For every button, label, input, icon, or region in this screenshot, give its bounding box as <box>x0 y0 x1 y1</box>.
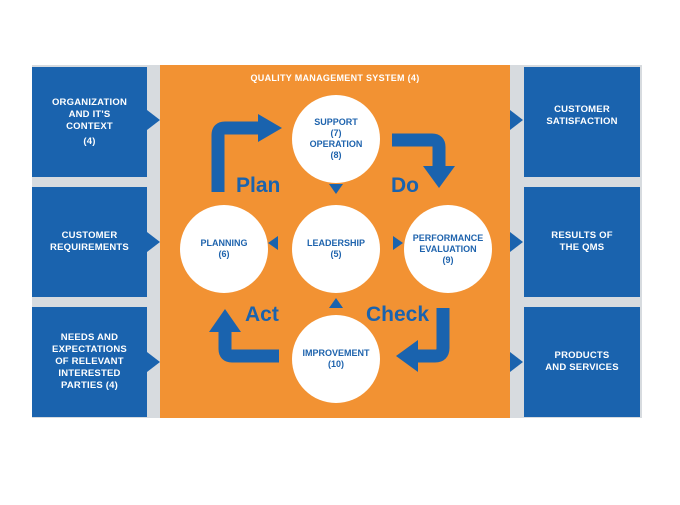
panel-title: QUALITY MANAGEMENT SYSTEM (4) <box>250 73 420 83</box>
box-line: RESULTS OF <box>551 230 613 241</box>
node-label: PLANNING <box>200 238 248 248</box>
connector-arrow-icon <box>329 298 343 308</box>
node-label: EVALUATION <box>419 243 477 254</box>
phase-check: Check <box>366 303 430 326</box>
node-improvement: IMPROVEMENT (10) <box>292 315 380 403</box>
pointer-arrow-icon <box>510 352 523 372</box>
node-label: LEADERSHIP <box>306 238 365 248</box>
plan-arrowhead-icon <box>258 114 282 142</box>
box-line: INTERESTED <box>58 368 121 379</box>
box-interested-parties: NEEDS AND EXPECTATIONS OF RELEVANT INTER… <box>32 307 147 417</box>
check-arrow-icon <box>414 308 450 363</box>
node-label: IMPROVEMENT <box>302 348 370 358</box>
box-products-services: PRODUCTS AND SERVICES <box>524 307 640 417</box>
node-label: OPERATION <box>309 139 363 149</box>
box-line: EXPECTATIONS <box>52 344 127 355</box>
node-label: (9) <box>442 254 454 265</box>
node-label: (5) <box>330 249 342 259</box>
box-line: THE QMS <box>559 242 605 253</box>
box-line: PRODUCTS <box>554 350 610 361</box>
act-arrowhead-icon <box>209 309 241 332</box>
node-label: (6) <box>218 249 230 259</box>
box-results-qms: RESULTS OF THE QMS <box>524 187 640 297</box>
connector-arrow-icon <box>268 236 278 250</box>
pointer-arrow-icon <box>510 110 523 130</box>
node-label: (10) <box>327 359 344 369</box>
node-performance-evaluation: PERFORMANCE EVALUATION (9) <box>404 205 492 293</box>
pointer-arrow-icon <box>147 352 160 372</box>
box-line: CONTEXT <box>66 120 113 132</box>
phase-act: Act <box>245 303 279 326</box>
check-arrowhead-icon <box>396 340 418 372</box>
box-line: SATISFACTION <box>546 116 618 127</box>
phase-plan: Plan <box>236 174 281 197</box>
box-line: NEEDS AND <box>60 332 119 343</box>
act-arrow-icon <box>218 328 279 363</box>
box-line: CUSTOMER <box>61 230 118 241</box>
node-leadership: LEADERSHIP (5) <box>292 205 380 293</box>
connector-arrow-icon <box>329 184 343 194</box>
pointer-arrow-icon <box>147 232 160 252</box>
box-ref: (4) <box>83 135 96 147</box>
box-line: AND IT'S <box>68 108 111 120</box>
box-customer-satisfaction: CUSTOMER SATISFACTION <box>524 67 640 177</box>
box-customer-requirements: CUSTOMER REQUIREMENTS <box>32 187 147 297</box>
node-label: (7) <box>330 128 342 138</box>
node-label: (8) <box>330 150 342 160</box>
plan-arrow-icon <box>211 121 262 192</box>
box-line: ORGANIZATION <box>51 96 128 108</box>
node-support-operation: SUPPORT (7) OPERATION (8) <box>292 95 380 183</box>
box-line: REQUIREMENTS <box>50 242 129 253</box>
box-line: CUSTOMER <box>554 104 610 115</box>
box-line: OF RELEVANT <box>55 356 124 367</box>
box-organization-context: ORGANIZATION AND IT'S CONTEXT (4) <box>32 67 147 177</box>
do-arrow-icon <box>392 133 446 170</box>
phase-do: Do <box>391 174 419 197</box>
box-line: AND SERVICES <box>545 362 619 373</box>
node-label: PERFORMANCE <box>412 232 484 243</box>
connector-arrow-icon <box>393 236 403 250</box>
box-line: PARTIES (4) <box>61 380 118 391</box>
do-arrowhead-icon <box>423 166 455 188</box>
pointer-arrow-icon <box>147 110 160 130</box>
node-label: SUPPORT <box>314 117 358 127</box>
pointer-arrow-icon <box>510 232 523 252</box>
node-planning: PLANNING (6) <box>180 205 268 293</box>
